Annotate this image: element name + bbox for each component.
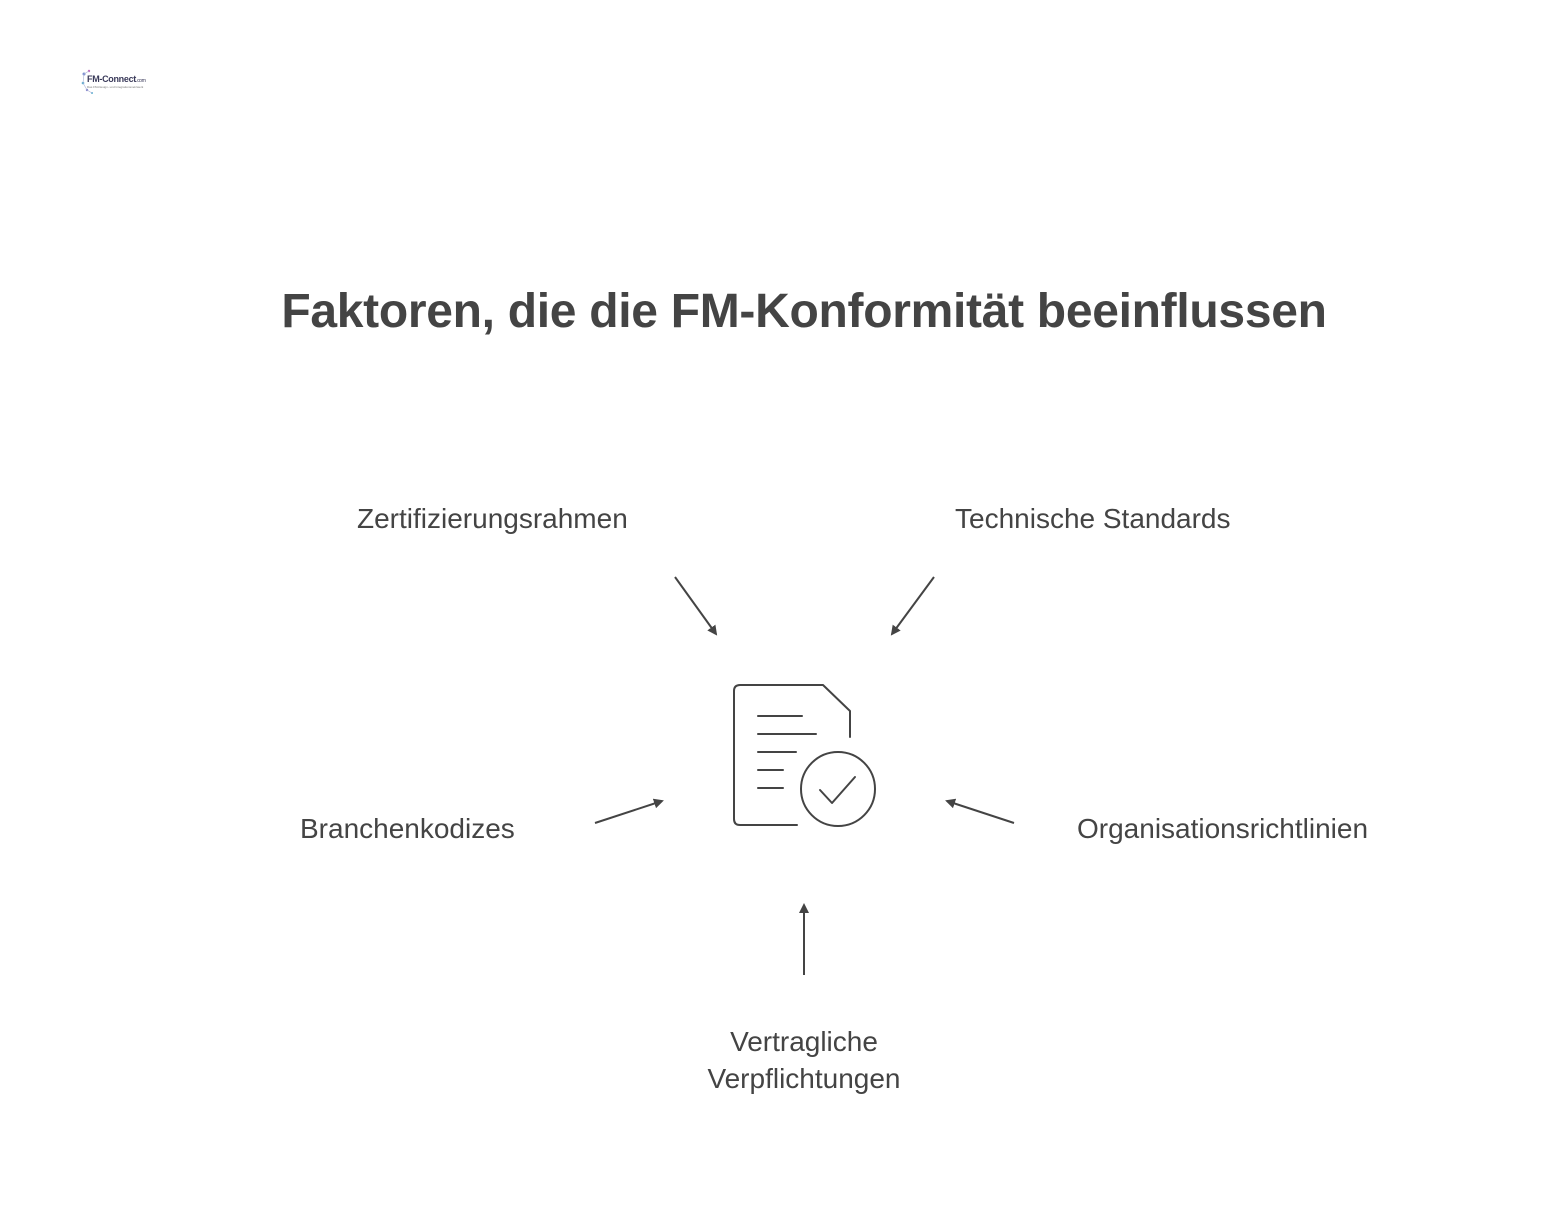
factor-branchenkodizes: Branchenkodizes <box>300 813 515 844</box>
factor-technische-standards: Technische Standards <box>955 503 1231 534</box>
logo-network-graphic <box>81 69 93 94</box>
page-title: Faktoren, die die FM-Konformität beeinfl… <box>281 285 1327 338</box>
arrow-top-left <box>674 576 718 636</box>
logo-tagline: Das FM-Design- und Integrationsnetzwerk <box>87 85 144 89</box>
arrow-top-right <box>890 576 935 636</box>
factor-vertragliche-verpflichtungen: Vertragliche Verpflichtungen <box>707 1026 901 1094</box>
document-check-icon <box>733 684 876 827</box>
factor-zertifizierungsrahmen: Zertifizierungsrahmen <box>357 503 628 534</box>
arrow-mid-right <box>945 798 1015 824</box>
arrow-mid-left <box>594 798 664 824</box>
logo: FM-Connect.com Das FM-Design- und Integr… <box>80 68 146 96</box>
factor-organisationsrichtlinien: Organisationsrichtlinien <box>1077 813 1369 844</box>
logo-text: FM-Connect.com <box>87 74 146 84</box>
